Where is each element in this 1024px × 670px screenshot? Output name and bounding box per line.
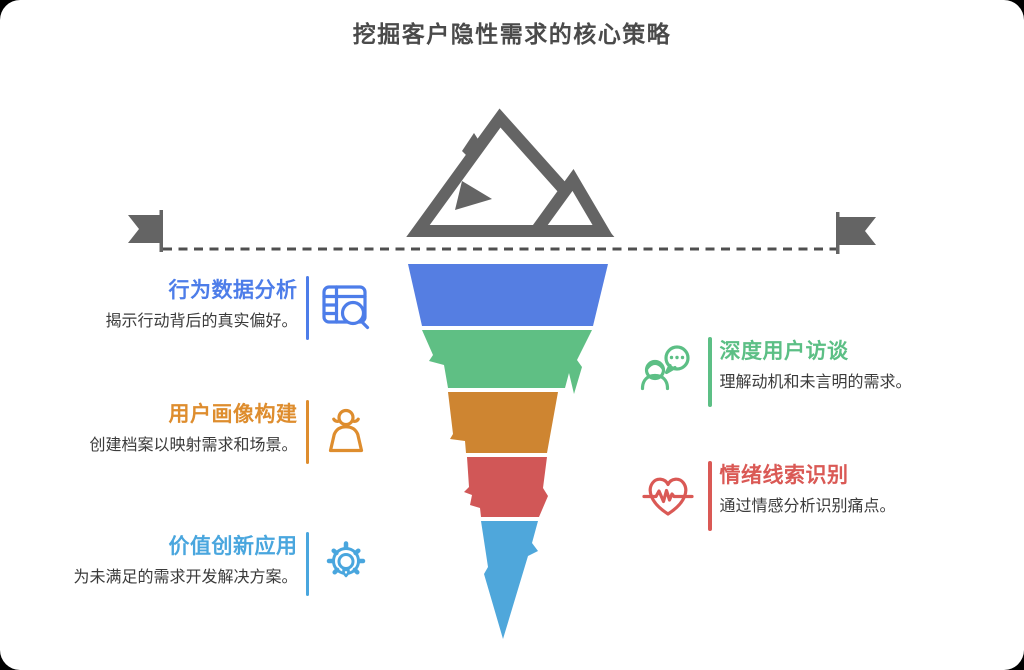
page-title: 挖掘客户隐性需求的核心策略 (352, 21, 672, 47)
funnel-segment-1 (408, 264, 608, 326)
divider-bar (708, 337, 712, 407)
funnel-segment-2 (422, 330, 592, 394)
heart-pulse-icon (636, 461, 700, 531)
right-flag-icon (836, 212, 876, 254)
strategy-item-user-persona: 用户画像构建 创建档案以映射需求和场景。 (60, 400, 376, 464)
funnel (408, 264, 608, 639)
funnel-segment-3 (448, 392, 558, 453)
strategy-description: 揭示行动背后的真实偏好。 (105, 313, 298, 331)
strategy-item-user-interviews: 深度用户访谈 理解动机和未言明的需求。 (636, 337, 960, 407)
strategy-text: 用户画像构建 创建档案以映射需求和场景。 (60, 400, 298, 464)
strategy-text: 行为数据分析 揭示行动背后的真实偏好。 (60, 276, 298, 340)
strategy-item-behavior-data: 行为数据分析 揭示行动背后的真实偏好。 (60, 276, 376, 340)
strategy-title: 价值创新应用 (168, 535, 298, 558)
funnel-segment-4 (464, 457, 548, 517)
divider-bar (305, 400, 309, 464)
strategy-title: 用户画像构建 (168, 403, 298, 426)
divider-bar (305, 532, 309, 596)
strategy-text: 深度用户访谈 理解动机和未言明的需求。 (720, 337, 960, 407)
strategy-title: 深度用户访谈 (719, 340, 849, 363)
user-persona-icon (317, 400, 375, 464)
strategy-title: 情绪线索识别 (719, 464, 849, 487)
mountain-icon (406, 108, 615, 237)
strategy-item-value-innovation: 价值创新应用 为未满足的需求开发解决方案。 (60, 532, 376, 596)
table-search-icon (317, 276, 375, 340)
strategy-text: 情绪线索识别 通过情感分析识别痛点。 (720, 461, 960, 531)
strategy-description: 理解动机和未言明的需求。 (719, 374, 912, 392)
strategy-title: 行为数据分析 (168, 279, 298, 302)
gear-lightbulb-icon (317, 532, 375, 596)
strategy-description: 创建档案以映射需求和场景。 (89, 437, 298, 455)
strategy-description: 通过情感分析识别痛点。 (719, 498, 896, 516)
divider-bar (708, 461, 712, 531)
divider-bar (305, 276, 309, 340)
left-flag-icon (128, 210, 163, 252)
funnel-segment-5 (481, 521, 538, 639)
strategy-description: 为未满足的需求开发解决方案。 (73, 569, 298, 587)
user-chat-icon (636, 337, 700, 407)
strategy-item-emotional-cues: 情绪线索识别 通过情感分析识别痛点。 (636, 461, 960, 531)
strategy-text: 价值创新应用 为未满足的需求开发解决方案。 (60, 532, 298, 596)
